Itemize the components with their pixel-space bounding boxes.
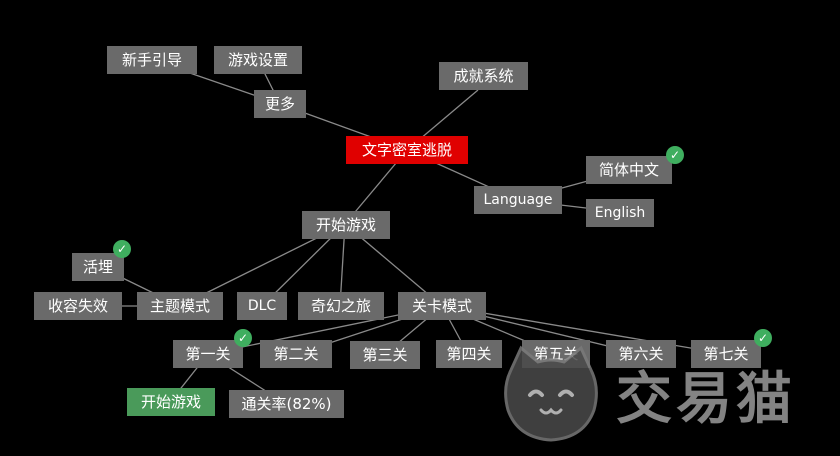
node-level-2[interactable]: 第二关 [260, 340, 332, 368]
node-level-4[interactable]: 第四关 [436, 340, 502, 368]
node-simplified-chinese[interactable]: 简体中文 [586, 156, 672, 184]
node-level-start-game[interactable]: 开始游戏 [127, 388, 215, 416]
node-level-mode[interactable]: 关卡模式 [398, 292, 486, 320]
node-fantasy-trip[interactable]: 奇幻之旅 [298, 292, 384, 320]
node-clear-rate: 通关率(82%) [229, 390, 344, 418]
node-more[interactable]: 更多 [254, 90, 306, 118]
watermark: 交易猫 [496, 340, 836, 450]
node-level-7[interactable]: 第七关 [691, 340, 761, 368]
node-huoli[interactable]: 活埋 [72, 253, 124, 281]
node-theme-mode[interactable]: 主题模式 [137, 292, 223, 320]
node-level-3[interactable]: 第三关 [350, 341, 420, 369]
node-root-title[interactable]: 文字密室逃脱 [346, 136, 468, 164]
node-english[interactable]: English [586, 199, 654, 227]
node-dlc[interactable]: DLC [237, 292, 287, 320]
check-circle-icon: ✓ [666, 146, 684, 164]
node-language[interactable]: Language [474, 186, 562, 214]
node-achievements[interactable]: 成就系统 [439, 62, 528, 90]
node-tutorial[interactable]: 新手引导 [107, 46, 197, 74]
node-level-1[interactable]: 第一关 [173, 340, 243, 368]
node-start-game[interactable]: 开始游戏 [302, 211, 390, 239]
watermark-text: 交易猫 [616, 367, 796, 432]
check-circle-icon: ✓ [113, 240, 131, 258]
cat-face-icon [504, 345, 598, 442]
check-circle-icon: ✓ [234, 329, 252, 347]
check-circle-icon: ✓ [754, 329, 772, 347]
node-settings[interactable]: 游戏设置 [214, 46, 302, 74]
node-level-6[interactable]: 第六关 [606, 340, 676, 368]
node-shourong[interactable]: 收容失效 [34, 292, 122, 320]
